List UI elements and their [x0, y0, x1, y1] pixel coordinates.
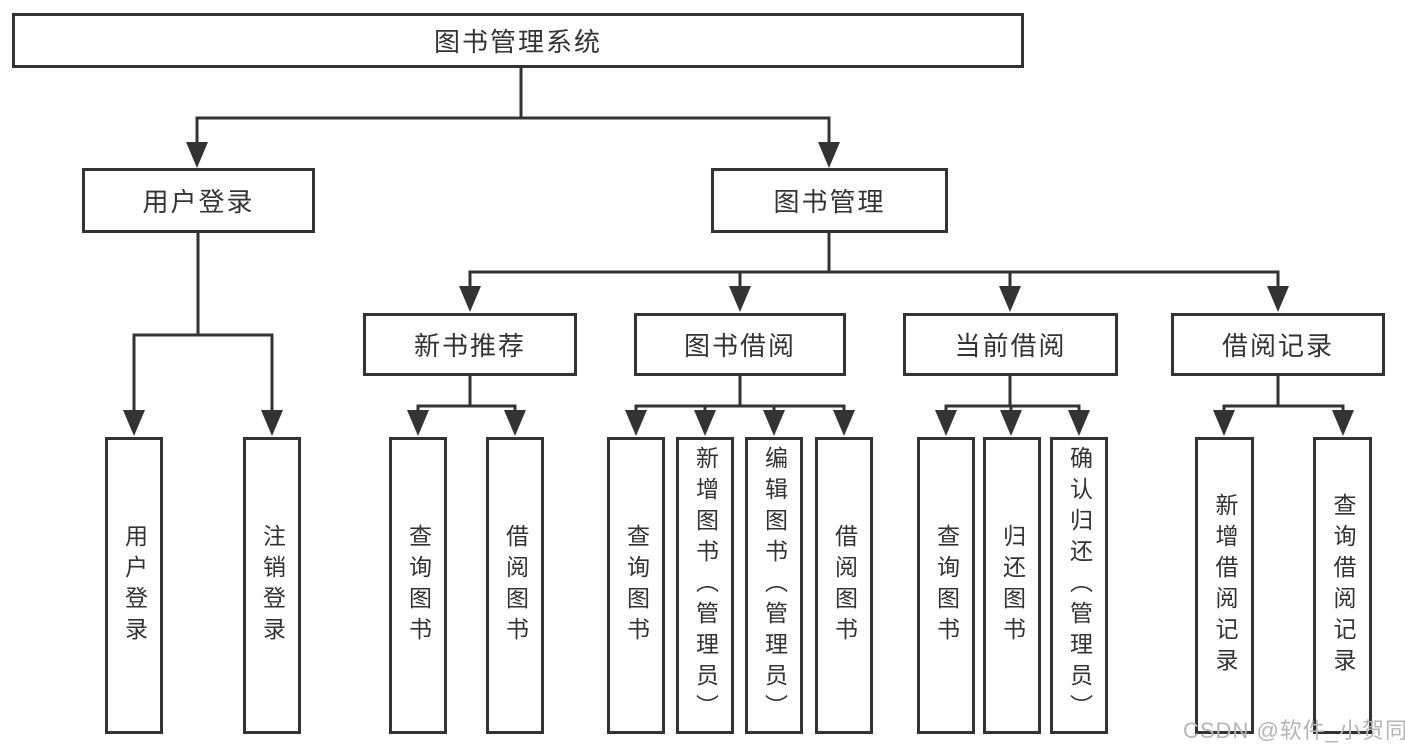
leaf-borrow-books: 借阅图书 [486, 437, 544, 734]
arrowhead [833, 410, 855, 436]
leaf-label: 查询图书 [405, 523, 432, 648]
arrowhead [935, 410, 957, 436]
leaf-user-login: 用户登录 [105, 437, 163, 734]
node-label: 用户登录 [142, 187, 255, 217]
connector-user-login-to-leaves [132, 231, 274, 414]
arrowhead [818, 142, 840, 168]
node-label: 图书管理 [773, 187, 886, 217]
leaf-label: 借阅图书 [502, 523, 529, 648]
leaf-label: 编辑图书（管理员） [761, 446, 788, 725]
arrowhead [729, 286, 751, 312]
leaf-label: 确认归还（管理员） [1066, 446, 1093, 725]
node-label: 图书借阅 [683, 331, 796, 361]
leaf-label: 注销登录 [259, 523, 286, 648]
node-current-borrow: 当前借阅 [903, 313, 1118, 376]
node-borrow-records: 借阅记录 [1171, 313, 1385, 376]
node-new-book-recommend: 新书推荐 [363, 313, 577, 376]
arrowhead [999, 286, 1021, 312]
leaf-add-borrow-record: 新增借阅记录 [1195, 437, 1254, 734]
leaf-borrow-books: 借阅图书 [815, 437, 873, 734]
leaf-query-books: 查询图书 [917, 437, 975, 734]
leaf-logout-login: 注销登录 [243, 437, 301, 734]
node-label: 新书推荐 [413, 331, 526, 361]
connectors [132, 66, 1345, 416]
leaf-confirm-return-admin: 确认归还（管理员） [1050, 437, 1108, 734]
leaf-edit-books-admin: 编辑图书（管理员） [745, 437, 803, 734]
connector-book-mgmt-to-level2 [468, 231, 1280, 290]
leaf-label: 查询借阅记录 [1330, 492, 1356, 679]
leaf-query-books: 查询图书 [607, 437, 665, 734]
arrowhead [186, 142, 208, 168]
arrowhead [407, 410, 429, 436]
arrowhead [261, 410, 283, 436]
node-label: 借阅记录 [1221, 331, 1334, 361]
arrowhead [1267, 286, 1289, 312]
connector-current-borrow-to-leaves [944, 374, 1081, 416]
leaf-label: 用户登录 [121, 523, 148, 648]
connector-book-borrow-to-leaves [634, 374, 846, 416]
arrowhead [1000, 410, 1022, 436]
node-label: 当前借阅 [954, 331, 1067, 361]
arrowhead [123, 410, 145, 436]
node-root-system: 图书管理系统 [12, 13, 1024, 68]
node-label: 图书管理系统 [433, 27, 602, 57]
leaf-label: 查询图书 [623, 523, 650, 648]
leaf-label: 新增借阅记录 [1212, 492, 1238, 679]
arrowhead [1068, 410, 1090, 436]
csdn-watermark: CSDN @软件_小贺同学 [1183, 718, 1405, 743]
connector-root-to-level1 [195, 66, 831, 146]
connector-borrow-records-to-leaves [1222, 374, 1345, 416]
leaf-query-books: 查询图书 [389, 437, 447, 734]
leaf-label: 新增图书（管理员） [692, 446, 719, 725]
arrowhead [459, 286, 481, 312]
leaf-label: 归还图书 [999, 523, 1026, 648]
leaf-label: 查询图书 [933, 523, 960, 648]
arrowhead [504, 410, 526, 436]
leaf-return-books: 归还图书 [983, 437, 1041, 734]
leaf-label: 借阅图书 [831, 523, 858, 648]
arrowheads [123, 142, 1354, 436]
arrowhead [1213, 410, 1235, 436]
leaf-add-books-admin: 新增图书（管理员） [676, 437, 734, 734]
connector-new-book-to-leaves [416, 374, 517, 416]
arrowhead [763, 410, 785, 436]
node-book-borrow: 图书借阅 [634, 313, 846, 376]
node-book-management: 图书管理 [711, 168, 948, 233]
arrowhead [1332, 410, 1354, 436]
leaf-query-borrow-record: 查询借阅记录 [1313, 437, 1372, 734]
arrowhead [694, 410, 716, 436]
node-user-login: 用户登录 [82, 168, 315, 233]
arrowhead [625, 410, 647, 436]
